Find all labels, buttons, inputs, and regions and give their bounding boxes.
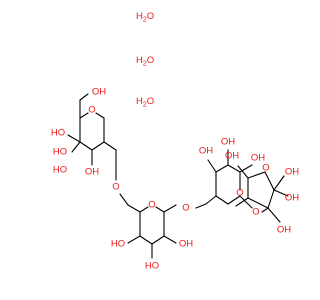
bond-line — [155, 206, 165, 213]
bond-line — [127, 204, 141, 213]
hydroxyl-label: OH — [225, 151, 239, 162]
ring-oxygen-label: O — [236, 188, 243, 199]
bond-line — [227, 195, 241, 205]
bond-line — [267, 207, 281, 223]
bond-line — [247, 171, 266, 179]
bond-line — [139, 235, 153, 245]
bond-line — [273, 175, 285, 191]
bond-line — [239, 195, 253, 209]
hydroxyl-label: HO — [51, 128, 65, 139]
bond-line — [103, 141, 117, 151]
hydroxyl-label: HO — [53, 147, 67, 158]
bond-line — [227, 164, 241, 173]
bond-line — [163, 204, 177, 213]
water-3: H2O — [136, 96, 154, 109]
bond-line — [71, 141, 81, 153]
hydroxyl-label: OH — [251, 153, 265, 164]
ring-oxygen-label: O — [112, 182, 119, 193]
hydroxyl-label: OH — [92, 87, 106, 98]
hydroxyl-label: OH — [85, 167, 99, 178]
bond-line — [215, 195, 229, 205]
hydroxyl-label: OH — [285, 193, 299, 204]
water-2: H2O — [136, 55, 154, 68]
bond-line — [79, 112, 89, 119]
bond-lines — [67, 93, 289, 259]
hydroxyl-label: HO — [53, 165, 67, 176]
bond-line — [119, 193, 129, 206]
bond-line — [264, 171, 275, 191]
hydroxyl-label: OH — [221, 137, 235, 148]
bond-line — [235, 197, 249, 207]
bond-line — [95, 112, 105, 119]
bond-line — [67, 134, 81, 143]
bond-line — [91, 141, 105, 151]
hydroxyl-label: HO — [111, 239, 125, 250]
ring-oxygen-label: O — [252, 207, 259, 218]
bond-line — [207, 159, 217, 173]
bond-line — [79, 93, 89, 101]
bond-line — [261, 207, 269, 213]
ring-oxygen-label: O — [148, 200, 155, 211]
bond-line — [237, 165, 249, 179]
bond-line — [127, 235, 141, 244]
ring-oxygen-label: O — [262, 163, 269, 174]
hydroxyl-label: HO — [145, 261, 159, 272]
hydroxyl-label: OH — [285, 167, 299, 178]
bond-line — [215, 164, 229, 173]
bond-line — [139, 206, 149, 213]
bond-line — [247, 197, 269, 209]
ring-oxygen-label: O — [182, 203, 189, 214]
bond-line — [79, 141, 93, 151]
bond-line — [267, 189, 275, 209]
ring-oxygen-label: O — [88, 105, 95, 116]
hydroxyl-label: OH — [179, 239, 193, 250]
bond-line — [151, 235, 165, 245]
hydroxyl-label: OH — [199, 146, 213, 157]
hydroxyl-label: OH — [277, 225, 291, 236]
bond-line — [273, 189, 289, 197]
bond-line — [195, 203, 207, 209]
bond-line — [205, 195, 217, 205]
water-molecules: H2O H2O H2O — [136, 11, 154, 109]
water-1: H2O — [136, 11, 154, 24]
bond-line — [163, 235, 177, 244]
